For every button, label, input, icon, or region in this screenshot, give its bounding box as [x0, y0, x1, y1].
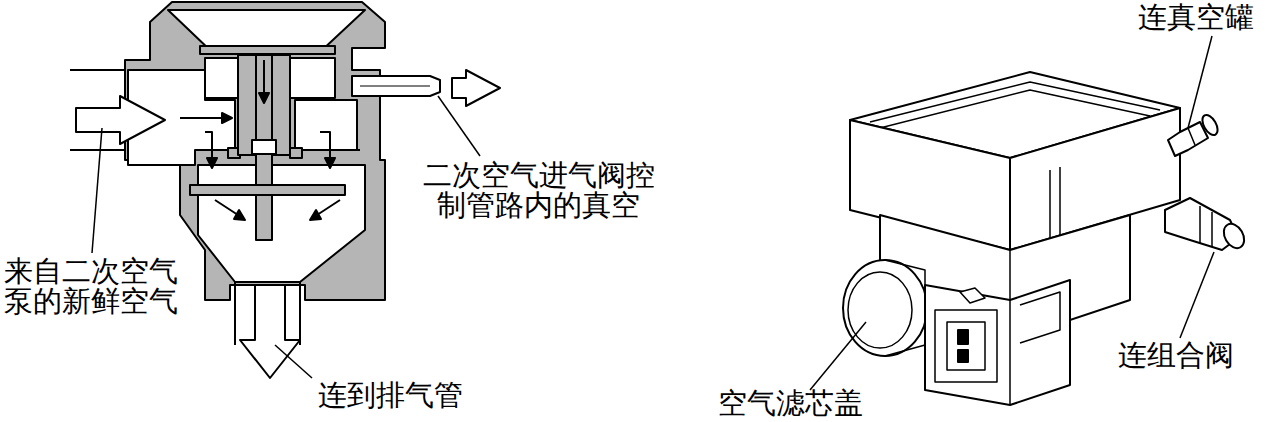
filter-cap-label: 空气滤芯盖 — [718, 388, 863, 418]
tank-port-label: 连真空罐 — [1138, 2, 1254, 32]
vacuum-line-label: 二次空气进气阀控制管路内的真空 — [420, 160, 658, 221]
outlet-label: 连到排气管 — [318, 380, 463, 410]
inlet-label: 来自二次空气泵的新鲜空气 — [4, 256, 181, 317]
combo-valve-port-label: 连组合阀 — [1118, 340, 1234, 370]
